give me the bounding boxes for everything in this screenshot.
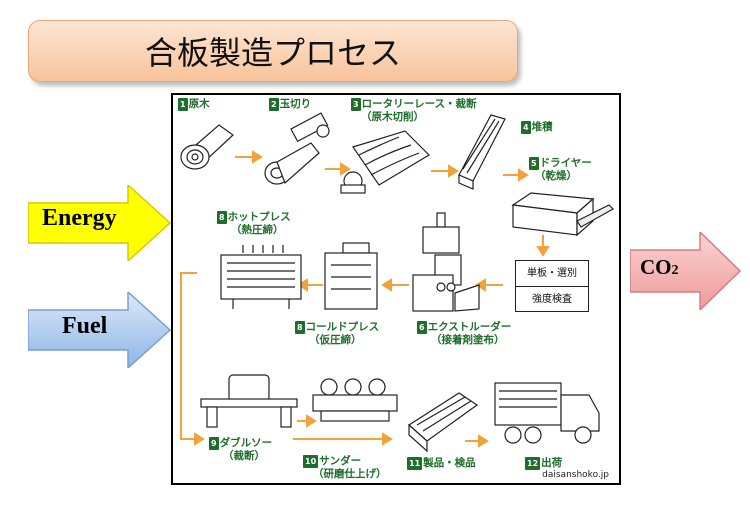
co2-subscript: 2	[671, 263, 679, 278]
step-number: 11	[407, 457, 423, 470]
step-sublabel: （接着剤塗布）	[431, 334, 505, 346]
step-label: ドライヤー	[539, 157, 592, 169]
step-sublabel: （原木切削）	[361, 111, 424, 123]
step-label: 原木	[188, 98, 210, 110]
step-number: 12	[525, 457, 541, 470]
step-number: 4	[521, 121, 531, 134]
step-number: 6	[417, 321, 427, 334]
step-number: 5	[529, 157, 539, 170]
inspection-box: 単板・選別 強度検査	[515, 260, 589, 312]
inspection-line-1: 単板・選別	[527, 268, 577, 279]
step-number: 9	[209, 437, 219, 450]
energy-input-arrow	[28, 185, 172, 261]
step-label: 製品・検品	[423, 457, 476, 469]
step-sublabel: （仮圧締）	[309, 334, 362, 346]
fuel-input-arrow	[28, 292, 172, 368]
energy-label: Energy	[42, 205, 117, 231]
step-sublabel: （熱圧締）	[231, 224, 284, 236]
step-label: コールドプレス	[305, 321, 380, 333]
step-label: ロータリーレース・裁断	[361, 98, 477, 110]
step-label: 堆積	[531, 121, 553, 133]
process-illustrations	[180, 112, 614, 453]
fuel-label: Fuel	[62, 313, 108, 339]
step-sublabel: （裁断）	[223, 450, 265, 462]
step-label: 玉切り	[279, 98, 312, 110]
diagram-title: 合板製造プロセス	[28, 20, 518, 82]
source-credit: daisanshoko.jp	[542, 470, 609, 480]
step-label: ダブルソー	[219, 437, 273, 449]
co2-main: CO	[640, 255, 672, 279]
co2-label: CO2	[640, 255, 679, 280]
step-number: 3	[351, 98, 361, 111]
step-number: 8	[217, 211, 227, 224]
step-sublabel: （研磨仕上げ）	[313, 468, 387, 480]
inspection-line-2: 強度検査	[516, 286, 588, 312]
step-label: ホットプレス	[227, 211, 291, 223]
step-sublabel: （乾燥）	[535, 170, 577, 182]
step-number: 1	[178, 98, 188, 111]
step-label: 出荷	[541, 457, 563, 469]
step-number: 8	[295, 321, 305, 334]
co2-output-arrow	[630, 232, 742, 310]
step-label: サンダー	[319, 455, 362, 467]
step-label: エクストルーダー	[427, 321, 512, 333]
step-number: 10	[303, 455, 319, 468]
step-number: 2	[269, 98, 279, 111]
